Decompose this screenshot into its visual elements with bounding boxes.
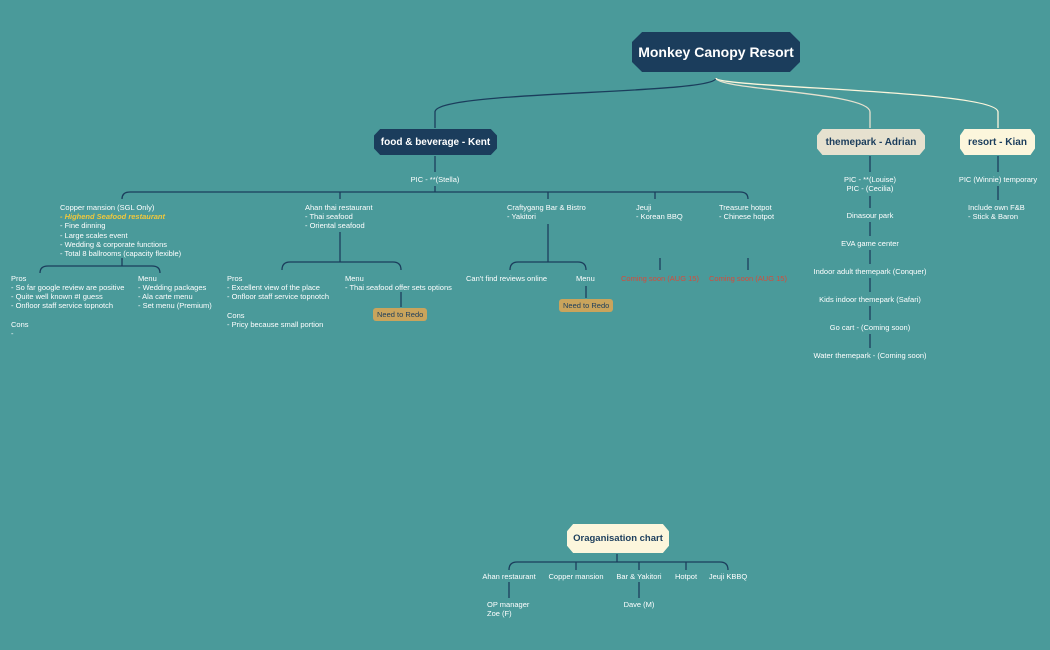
root-node[interactable]: Monkey Canopy Resort bbox=[632, 32, 800, 72]
themepark-pic: PIC - **(Louise) PIC - (Cecilia) bbox=[843, 175, 897, 194]
themepark-branch-node[interactable]: themepark - Adrian bbox=[817, 129, 925, 155]
treasure-details: - Chinese hotpot bbox=[719, 212, 775, 221]
crafty-reviews: Can't find reviews online bbox=[466, 274, 548, 283]
fnb-branch-node[interactable]: food & beverage - Kent bbox=[374, 129, 497, 155]
themepark-item: Kids indoor themepark (Safari) bbox=[819, 295, 921, 304]
resort-pic: PIC (Winnie) temporary bbox=[958, 175, 1038, 184]
ahan-cons: - Pricy because small portion bbox=[227, 320, 324, 329]
ahan-cons-title: Cons bbox=[227, 311, 245, 320]
ahan-title: Ahan thai restaurant bbox=[305, 203, 373, 212]
org-bar-manager: Dave (M) bbox=[623, 600, 655, 609]
ahan-details: - Thai seafood - Oriental seafood bbox=[305, 212, 365, 231]
treasure-title: Treasure hotpot bbox=[719, 203, 772, 212]
copper-details: - Fine dinning - Large scales event - We… bbox=[60, 221, 182, 259]
jeuji-title: Jeuji bbox=[636, 203, 652, 212]
copper-pros: - So far google review are positive - Qu… bbox=[11, 283, 125, 311]
fnb-pic: PIC - **(Stella) bbox=[410, 175, 460, 184]
ahan-pros: - Excellent view of the place - Onfloor … bbox=[227, 283, 329, 302]
org-item: Jeuji KBBQ bbox=[708, 572, 748, 581]
treasure-coming-soon: Coming soon (AUG 15) bbox=[709, 274, 787, 283]
org-item: Bar & Yakitori bbox=[616, 572, 662, 581]
crafty-title: Craftygang Bar & Bistro bbox=[507, 203, 586, 212]
ahan-menu-title: Menu bbox=[345, 274, 364, 283]
copper-title: Copper mansion (SGL Only) bbox=[60, 203, 155, 212]
copper-cons: - bbox=[11, 329, 14, 338]
themepark-item: Water themepark - (Coming soon) bbox=[813, 351, 927, 360]
jeuji-details: - Korean BBQ bbox=[636, 212, 683, 221]
crafty-menu-title: Menu bbox=[576, 274, 595, 283]
org-item: Copper mansion bbox=[548, 572, 604, 581]
themepark-item: Indoor adult themepark (Conquer) bbox=[813, 267, 927, 276]
crafty-details: - Yakitori bbox=[507, 212, 536, 221]
ahan-pros-title: Pros bbox=[227, 274, 243, 283]
copper-pros-title: Pros bbox=[11, 274, 27, 283]
copper-cons-title: Cons bbox=[11, 320, 29, 329]
themepark-item: EVA game center bbox=[841, 239, 899, 248]
ahan-redo-tag[interactable]: Need to Redo bbox=[373, 308, 428, 321]
org-item: Ahan restaurant bbox=[482, 572, 536, 581]
copper-menu: - Wedding packages - Ala carte menu - Se… bbox=[138, 283, 212, 311]
themepark-item: Go cart - (Coming soon) bbox=[829, 323, 911, 332]
crafty-redo-tag[interactable]: Need to Redo bbox=[559, 299, 614, 312]
jeuji-coming-soon: Coming soon (AUG 15) bbox=[621, 274, 699, 283]
themepark-item: Dinasour park bbox=[846, 211, 894, 220]
org-ahan-manager: OP manager Zoe (F) bbox=[487, 600, 530, 619]
resort-notes: Include own F&B - Stick & Baron bbox=[968, 203, 1025, 222]
org-chart-node[interactable]: Oraganisation chart bbox=[567, 524, 669, 553]
copper-mansion-card[interactable]: Copper mansion (SGL Only) - Highend Seaf… bbox=[60, 203, 181, 258]
copper-highlight: - Highend Seafood restaurant bbox=[60, 212, 166, 222]
resort-branch-node[interactable]: resort - Kian bbox=[960, 129, 1035, 155]
org-item: Hotpot bbox=[674, 572, 698, 581]
copper-menu-title: Menu bbox=[138, 274, 157, 283]
ahan-menu: - Thai seafood offer sets options bbox=[345, 283, 452, 292]
